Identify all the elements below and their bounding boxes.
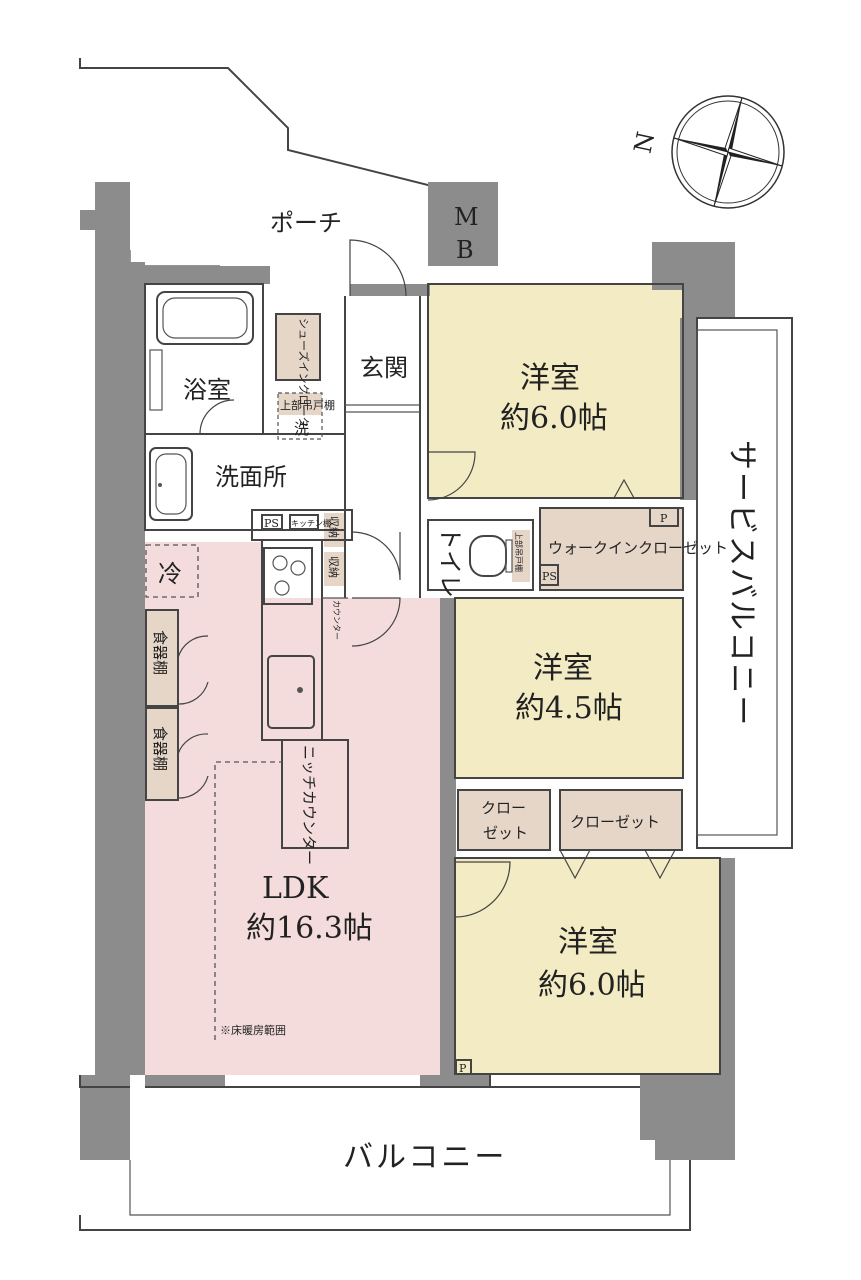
ldk-label: LDK <box>262 871 329 906</box>
walls <box>80 182 735 1160</box>
mb-label-b: B <box>456 236 474 264</box>
upper-cabinet-label: 上部吊戸棚 <box>280 398 335 412</box>
ps-label-1: PS <box>264 517 279 530</box>
room3-floor <box>455 858 720 1074</box>
closet-label-b: クローゼット <box>570 813 660 831</box>
niche-counter-label: ニッチカウンター <box>300 745 318 865</box>
room2-label: 洋室 <box>533 651 593 686</box>
room1-label: 洋室 <box>520 361 580 396</box>
room2-size: 約4.5帖 <box>515 691 623 726</box>
closet-a-floor <box>458 790 550 850</box>
bath-label: 浴室 <box>183 376 231 404</box>
storage-label-2: 収納 <box>327 556 340 578</box>
shoe-closet-label: シューズインクローク <box>297 318 311 427</box>
room1-size: 約6.0帖 <box>500 401 608 436</box>
closet-b-floor <box>560 790 682 850</box>
porch-label: ポーチ <box>270 209 342 237</box>
washroom-label: 洗面所 <box>215 463 287 491</box>
room3-size: 約6.0帖 <box>538 968 646 1003</box>
ldk-floor <box>145 542 442 1075</box>
entrance-label: 玄関 <box>360 354 408 382</box>
dish-shelf-label-1: 食器棚 <box>151 630 169 675</box>
storage-label-1: 収納 <box>327 516 340 538</box>
closet-label-a1: クロー <box>481 799 526 817</box>
floor-heating-area <box>214 761 282 1040</box>
ldk-size-label: 約16.3帖 <box>246 911 373 946</box>
kitchen-shelf-label: キッチン棚 <box>291 518 331 528</box>
room2-floor <box>455 598 683 778</box>
service-balcony-label: サービスバルコニー <box>724 440 759 727</box>
upper-hanging-label: 上部吊戸棚 <box>514 532 524 572</box>
north-label: N <box>629 129 661 155</box>
wic-label: ウォークインクローゼット <box>548 539 728 557</box>
fridge-label: 冷 <box>158 560 182 588</box>
dish-shelf-2-floor <box>146 708 178 800</box>
upper-cabinet-floor <box>278 393 322 415</box>
shoe-closet-floor <box>276 314 320 380</box>
dish-shelf-label-2: 食器棚 <box>151 726 169 771</box>
balcony-label: バルコニー <box>343 1140 507 1175</box>
doors <box>177 239 676 918</box>
p-label-2: P <box>459 1062 467 1075</box>
room3-label: 洋室 <box>558 925 618 960</box>
storage-2-floor <box>324 552 346 586</box>
wic-floor <box>540 508 683 590</box>
counter-label: カウンター <box>332 600 341 640</box>
p-label-1: P <box>660 512 668 525</box>
fixtures <box>149 291 513 729</box>
mb-label-m: M <box>454 203 479 231</box>
room1-floor <box>428 284 683 498</box>
upper-hanging-floor <box>512 530 530 582</box>
ps-label-2: PS <box>542 570 557 583</box>
floor-heating-label: ※床暖房範囲 <box>220 1023 286 1037</box>
dish-shelf-1-floor <box>146 610 178 706</box>
interior-lines <box>79 283 793 1231</box>
compass: N <box>629 95 785 209</box>
laundry-label: 洗 <box>294 420 309 438</box>
closet-label-a2: ゼット <box>483 824 528 842</box>
toilet-label: トイレ <box>436 526 464 598</box>
